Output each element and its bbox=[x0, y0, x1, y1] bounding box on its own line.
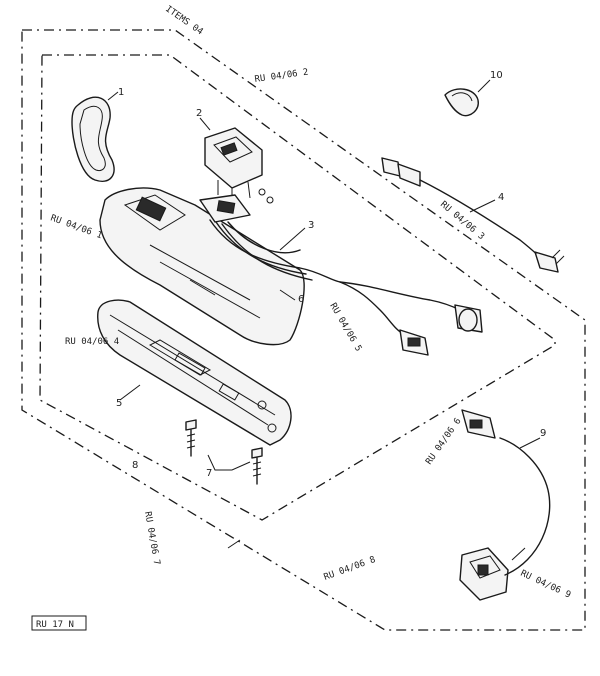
toggle-switch-part bbox=[459, 409, 551, 601]
item-number-1: 1 bbox=[118, 87, 124, 98]
leader-lines bbox=[119, 199, 541, 549]
base-tray-part bbox=[97, 299, 292, 446]
item-number-6: 6 bbox=[298, 294, 304, 305]
callout-ref-f: RU 04/06 6 bbox=[424, 417, 463, 467]
item-number-7: 7 bbox=[206, 468, 212, 479]
callout-ref-i: RU 04/06 9 bbox=[519, 569, 572, 601]
item-number-10: 10 bbox=[490, 70, 503, 81]
callout-ref-a: RU 04/06 2 bbox=[254, 68, 309, 85]
item-number-8: 8 bbox=[132, 460, 138, 471]
callout-ref-g: RU 04/06 7 bbox=[142, 511, 161, 566]
item-number-9: 9 bbox=[540, 428, 546, 439]
seal-gasket-part bbox=[71, 91, 119, 182]
item-number-3: 3 bbox=[308, 220, 314, 231]
callout-ref-c: RU 04/06 3 bbox=[438, 200, 486, 242]
retaining-clip-part bbox=[444, 79, 491, 117]
item-number-4: 4 bbox=[498, 192, 504, 203]
callout-ref-h: RU 04/06 8 bbox=[323, 555, 377, 583]
item-number-5: 5 bbox=[116, 398, 122, 409]
callout-top-ref: ITEMS 04 bbox=[163, 4, 204, 37]
item-number-2: 2 bbox=[196, 108, 202, 119]
power-cord-part bbox=[381, 157, 565, 273]
figure-id-badge: RU 17 N bbox=[31, 615, 87, 631]
assembly-outline bbox=[21, 29, 586, 631]
callout-ref-e: RU 04/06 4 bbox=[65, 337, 119, 347]
wiring-harness-part bbox=[199, 194, 483, 356]
figure-id-text: RU 17 N bbox=[36, 620, 74, 630]
screw-part bbox=[185, 419, 263, 485]
callout-ref-d: RU 04/06 5 bbox=[327, 302, 363, 354]
armrest-console-part bbox=[99, 187, 305, 346]
rocker-switch-part bbox=[199, 117, 274, 205]
callout-ref-b: RU 04/06 1 bbox=[49, 213, 103, 241]
item-numbers: 1 2 3 4 5 6 7 8 9 10 bbox=[116, 70, 546, 479]
